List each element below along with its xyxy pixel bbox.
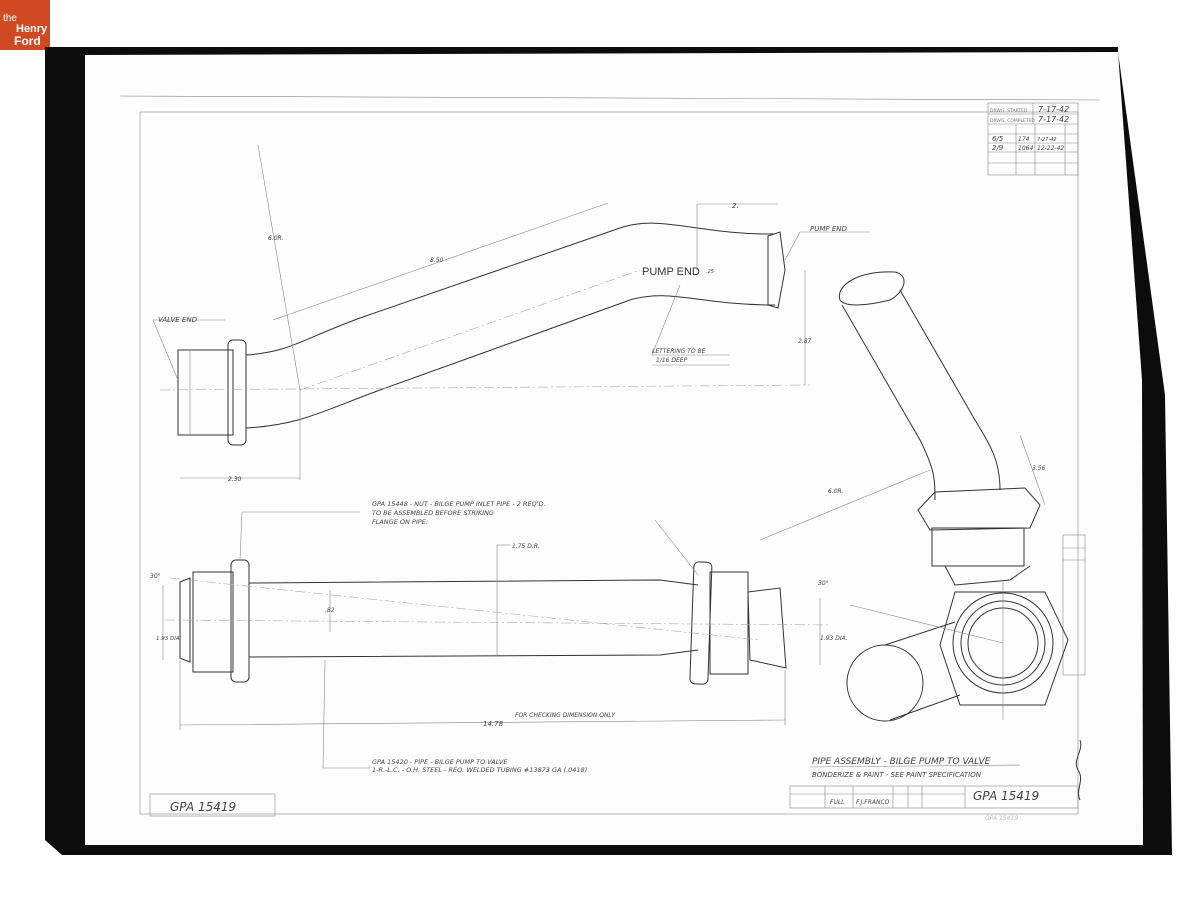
logo-text-henry: Henry bbox=[16, 23, 48, 35]
lettering-note-2: 1/16 DEEP bbox=[656, 357, 688, 364]
date-completed-label: DRWG. COMPLETED bbox=[990, 118, 1035, 124]
note-pipe-2: 1-R.-L.C. - O.H. STEEL - REQ. WELDED TUB… bbox=[372, 766, 587, 774]
dim-dia-side: 1.75 D.R. bbox=[512, 543, 540, 550]
drawing-title: PIPE ASSEMBLY - BILGE PUMP TO VALVE bbox=[812, 757, 991, 767]
date-started: 7-17-42 bbox=[1038, 105, 1069, 114]
drawn-by: F.J.FRANCO bbox=[856, 799, 890, 806]
date-completed: 7-17-42 bbox=[1038, 115, 1069, 124]
lettering-note-1: LETTERING TO BE bbox=[652, 348, 706, 355]
drawing-number: GPA 15419 bbox=[973, 789, 1039, 803]
top-view-pipe bbox=[152, 144, 870, 480]
pump-end-label: PUMP END bbox=[810, 225, 847, 233]
dim-base-top: 2.30 bbox=[228, 476, 242, 483]
change-row-2-date: 12-22-42 bbox=[1037, 145, 1064, 152]
pump-end-stamp: PUMP END bbox=[642, 266, 700, 278]
dim-height-iso: 3.56 bbox=[1032, 465, 1046, 472]
dim-length-top: 8.50 bbox=[430, 257, 444, 264]
paper-sheet bbox=[85, 52, 1143, 845]
dim-overall: 14.78 bbox=[483, 720, 504, 728]
dim-left-dia: 1.93 DIA. bbox=[156, 636, 182, 642]
change-row-1-number: 174 bbox=[1018, 136, 1030, 143]
dim-letter-top: .25 bbox=[706, 269, 714, 275]
valve-end-label: VALVE END bbox=[158, 316, 198, 324]
logo-text-ford: Ford bbox=[14, 34, 41, 48]
change-row-2-letter: 2/9 bbox=[992, 144, 1004, 152]
logo-text-the: the bbox=[3, 13, 17, 24]
dim-end-top: 2. bbox=[732, 202, 739, 210]
dim-right-dia: 1.93 DIA. bbox=[820, 635, 848, 642]
note-nut-3: FLANGE ON PIPE. bbox=[372, 518, 428, 526]
dim-offset-side: .82 bbox=[325, 607, 335, 614]
scale-value: FULL bbox=[830, 799, 845, 806]
change-row-2-number: 1064 bbox=[1018, 145, 1033, 152]
signature bbox=[1075, 739, 1082, 801]
stamp-bottom: GPA 15419 bbox=[985, 815, 1018, 822]
drawing-number-left: GPA 15419 bbox=[170, 800, 236, 814]
dim-angle-left: 30° bbox=[150, 573, 161, 580]
dim-height-top: 2.87 bbox=[798, 338, 812, 345]
drawing-subtitle: BONDERIZE & PAINT - SEE PAINT SPECIFICAT… bbox=[812, 771, 982, 779]
henry-ford-logo: the Henry Ford bbox=[0, 0, 50, 50]
drawing-border bbox=[139, 111, 1079, 815]
change-row-1-letter: 6/5 bbox=[992, 135, 1004, 143]
revision-block: DRWG. STARTED 7-17-42 DRWG. COMPLETED 7-… bbox=[987, 102, 1079, 176]
dim-radius-iso: 6.0R. bbox=[828, 488, 844, 495]
side-view-pipe bbox=[162, 511, 831, 769]
dim-overall-note: FOR CHECKING DIMENSION ONLY bbox=[515, 712, 616, 719]
isometric-view-pipe bbox=[759, 271, 1069, 722]
side-legend-table bbox=[1062, 534, 1086, 676]
title-block bbox=[789, 764, 1079, 809]
note-nut-2: TO BE ASSEMBLED BEFORE STRIKING bbox=[372, 509, 494, 517]
dim-radius-top: 6.0R. bbox=[268, 235, 284, 242]
change-row-1-date: 7-27-42 bbox=[1037, 137, 1057, 143]
dim-angle-right: 30° bbox=[818, 580, 829, 587]
note-pipe-1: GPA 15420 - PIPE - BILGE PUMP TO VALVE bbox=[372, 758, 508, 766]
note-nut-1: GPA 15448 - NUT - BILGE PUMP INLET PIPE … bbox=[372, 500, 546, 508]
date-started-label: DRWG. STARTED bbox=[990, 108, 1028, 114]
drawing-number-box-left bbox=[149, 793, 276, 817]
